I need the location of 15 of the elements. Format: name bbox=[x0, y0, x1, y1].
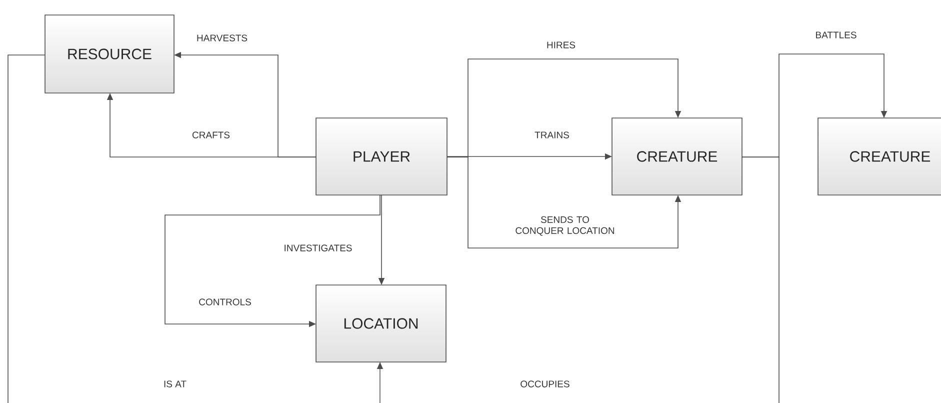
relation-label: IS AT bbox=[164, 380, 186, 388]
entity-box: CREATURE bbox=[612, 118, 742, 196]
edge-label: CONTROLS bbox=[199, 298, 251, 306]
entity-box: LOCATION bbox=[316, 284, 446, 362]
edge-label: HIRES bbox=[547, 42, 576, 48]
relation-label: OCCUPIES bbox=[520, 380, 570, 388]
edge-label: BATTLES bbox=[816, 32, 856, 38]
edge-label: CRAFTS bbox=[192, 132, 230, 138]
entity-box: RESOURCE bbox=[44, 14, 174, 94]
edge-label: SENDS TO CONQUER LOCATION bbox=[516, 216, 614, 236]
edge-label: TRAINS bbox=[534, 132, 569, 138]
edge-label: HARVESTS bbox=[197, 34, 248, 42]
entity-box: CREATURE bbox=[818, 118, 941, 196]
edge-label: INVESTIGATES bbox=[284, 244, 352, 252]
entity-box: PLAYER bbox=[316, 118, 448, 196]
